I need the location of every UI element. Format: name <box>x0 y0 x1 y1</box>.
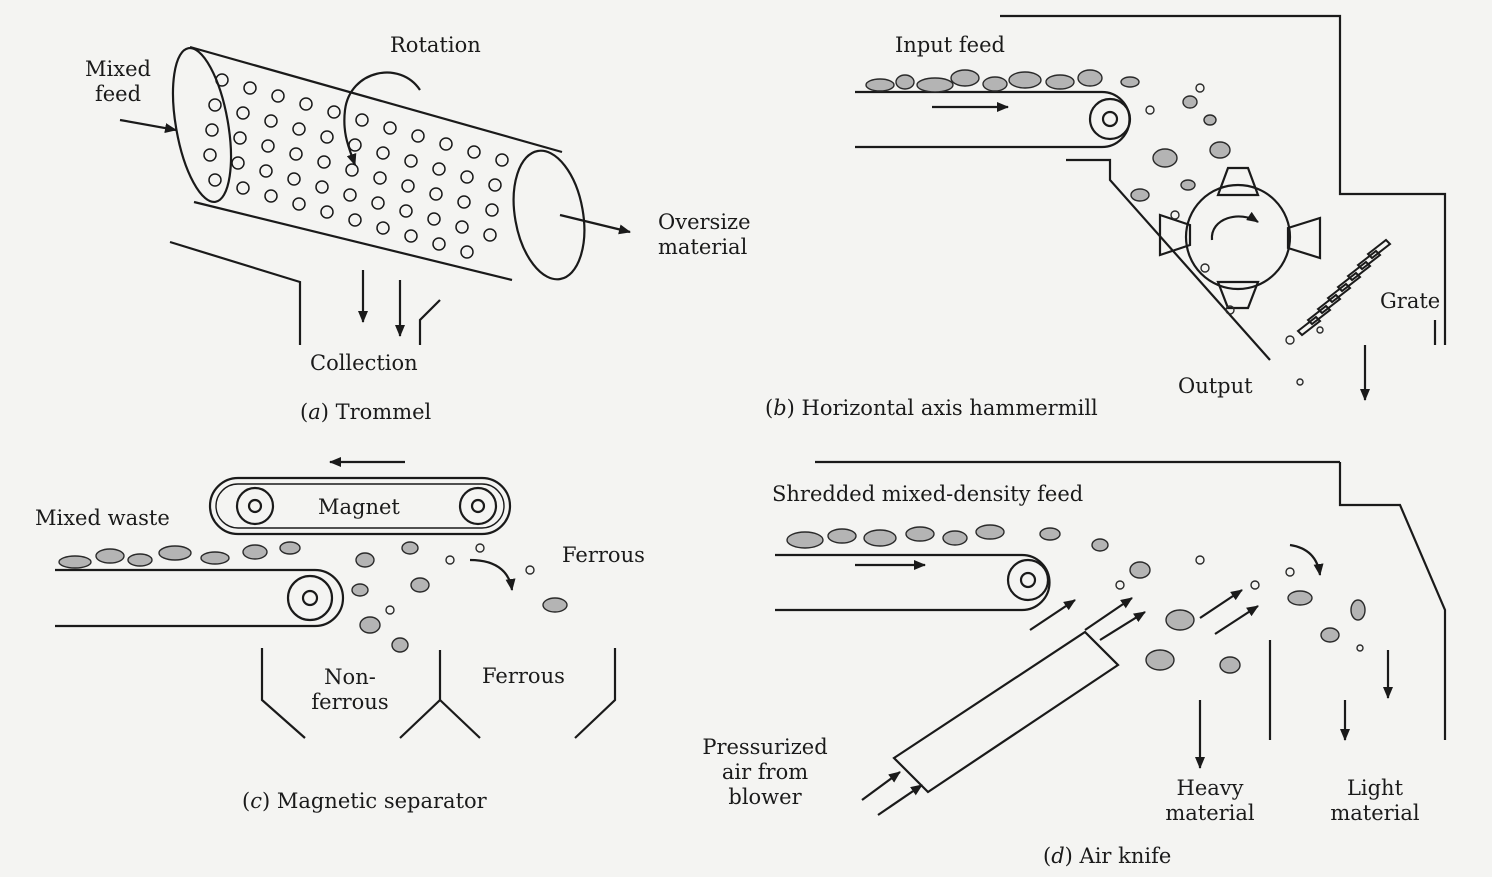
trommel-perforations <box>204 74 508 258</box>
label-oversize-line-1: Oversize <box>658 210 751 235</box>
label-oversize-line-2: material <box>658 235 751 260</box>
label-pressurized-line-1: Pressurized <box>690 735 840 760</box>
label-heavy-material: Heavy material <box>1150 776 1270 826</box>
blower-nozzle <box>894 632 1118 792</box>
label-input-feed: Input feed <box>895 33 1005 58</box>
label-non-ferrous: Non- ferrous <box>290 665 410 715</box>
label-non-ferrous-line-2: ferrous <box>290 690 410 715</box>
caption-air-knife-text: Air knife <box>1080 844 1172 868</box>
caption-trommel-letter: a <box>308 400 321 424</box>
feed-arrow <box>120 120 176 130</box>
caption-magnetic: (c) Magnetic separator <box>242 789 487 814</box>
label-heavy-line-2: material <box>1150 801 1270 826</box>
label-pressurized-line-2: air from <box>690 760 840 785</box>
label-ferrous-top: Ferrous <box>562 543 645 568</box>
label-oversize-material: Oversize material <box>658 210 751 260</box>
label-heavy-line-1: Heavy <box>1150 776 1270 801</box>
trommel-drum <box>163 44 594 285</box>
label-pressurized-air: Pressurized air from blower <box>690 735 840 810</box>
caption-air-knife: (d) Air knife <box>1043 844 1171 869</box>
label-light-line-1: Light <box>1315 776 1435 801</box>
caption-hammermill-text: Horizontal axis hammermill <box>802 396 1098 420</box>
label-light-line-2: material <box>1315 801 1435 826</box>
rotor <box>1186 185 1290 289</box>
label-light-material: Light material <box>1315 776 1435 826</box>
label-mixed-waste: Mixed waste <box>35 506 170 531</box>
label-output: Output <box>1178 374 1253 399</box>
label-rotation: Rotation <box>390 33 481 58</box>
label-grate: Grate <box>1380 289 1440 314</box>
caption-hammermill: (b) Horizontal axis hammermill <box>765 396 1098 421</box>
label-mixed-feed-line-2: feed <box>78 82 158 107</box>
label-collection: Collection <box>310 351 418 376</box>
caption-magnetic-letter: c <box>250 789 262 813</box>
bin-divider <box>440 700 480 738</box>
bin-ferrous-right <box>575 648 615 738</box>
caption-air-knife-letter: d <box>1051 844 1064 868</box>
label-mixed-feed-line-1: Mixed <box>78 57 158 82</box>
grate-bars <box>1298 240 1390 335</box>
hammermill-housing-left <box>1066 160 1270 360</box>
label-shredded-feed: Shredded mixed-density feed <box>772 482 1083 507</box>
label-pressurized-line-3: blower <box>690 785 840 810</box>
caption-magnetic-text: Magnetic separator <box>277 789 487 813</box>
hopper-left <box>170 242 300 345</box>
hammermill-pulley <box>1090 99 1130 139</box>
label-magnet: Magnet <box>318 495 400 520</box>
caption-hammermill-letter: b <box>773 396 786 420</box>
caption-trommel: (a) Trommel <box>300 400 431 425</box>
caption-trommel-text: Trommel <box>336 400 432 424</box>
label-ferrous-bottom: Ferrous <box>482 664 565 689</box>
particles <box>59 70 1365 673</box>
label-mixed-feed: Mixed feed <box>78 57 158 107</box>
hopper-right <box>420 300 440 345</box>
label-non-ferrous-line-1: Non- <box>290 665 410 690</box>
oversize-arrow <box>560 215 630 232</box>
